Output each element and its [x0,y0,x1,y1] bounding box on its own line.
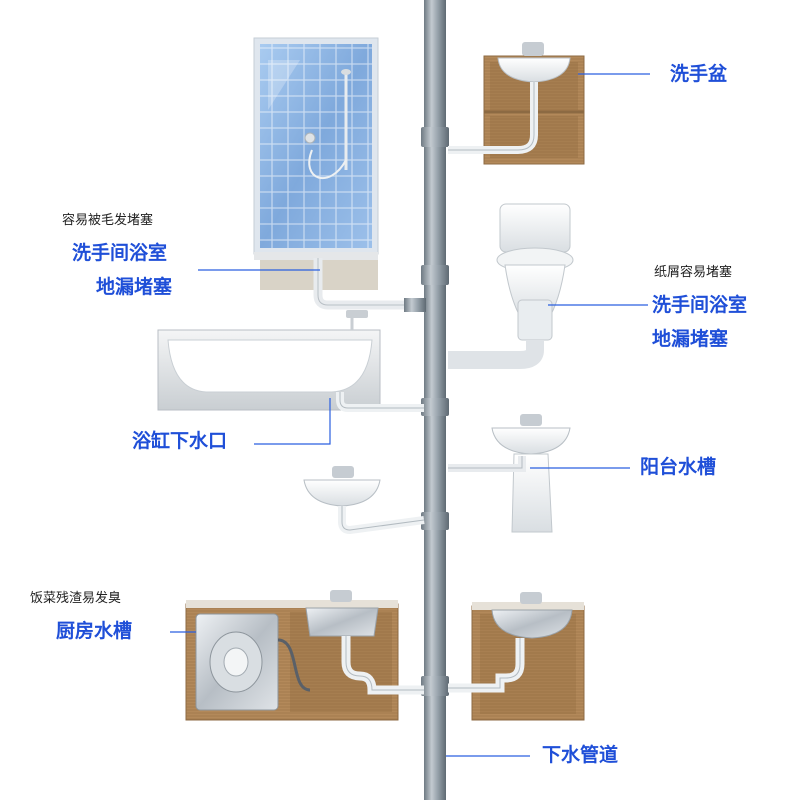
leader-bathtub [254,398,331,445]
toilet-drain-label-line1: 洗手间浴室 [652,294,748,316]
balcony-sink-label: 阳台水槽 [640,456,717,478]
wash-basin-label: 洗手盆 [670,63,728,85]
shower-stall [253,37,426,312]
toilet [448,203,574,369]
shower-drain-label-line2: 地漏堵塞 [96,276,173,298]
drain-pipe-label: 下水管道 [542,744,619,766]
cabinet-sink [448,592,585,721]
toilet-note: 纸屑容易堵塞 [654,265,733,280]
kitchen-sink-label: 厨房水槽 [56,620,133,642]
wall-cabinet-basin [448,42,585,165]
kitchen-note: 饭菜残渣易发臭 [30,591,122,606]
shower-note: 容易被毛发堵塞 [62,213,154,228]
main-drain-pipe [421,0,449,800]
front-loading-washer [195,613,311,711]
shower-drain-label-line1: 洗手间浴室 [72,242,168,264]
small-wall-basin [303,466,425,535]
bathtub-drain-label: 浴缸下水口 [132,430,228,452]
toilet-drain-label-line2: 地漏堵塞 [652,328,729,350]
pedestal-sink [448,414,571,533]
bathtub [157,310,424,412]
